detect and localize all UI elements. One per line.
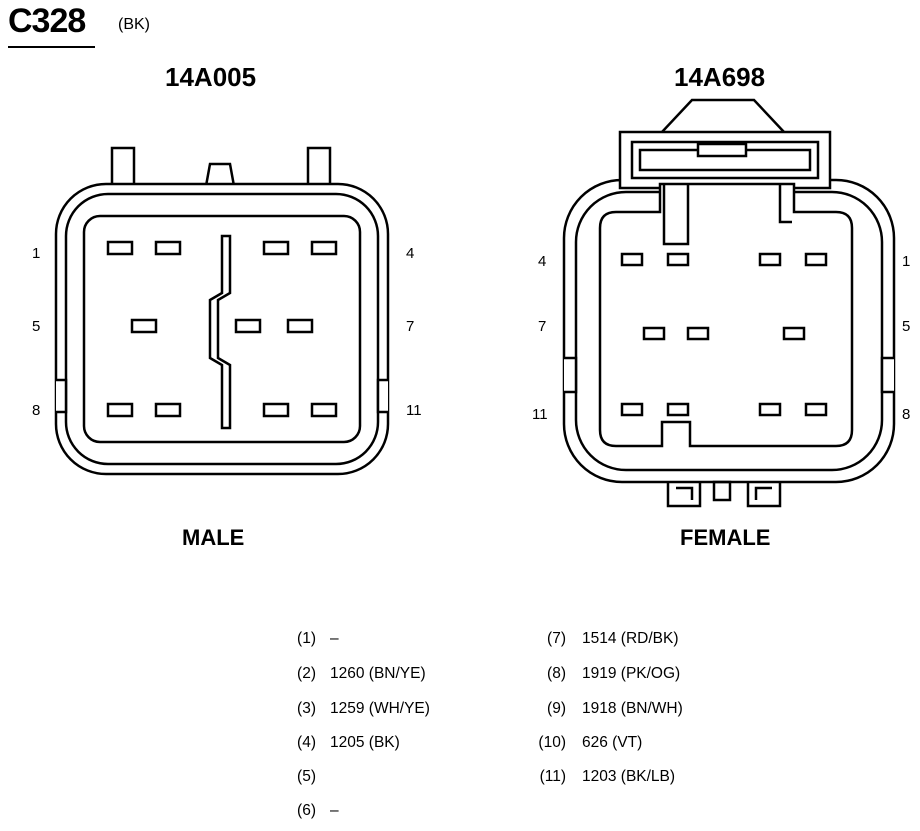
male-terminals <box>106 240 338 418</box>
pin-number: (11) <box>539 768 566 785</box>
pinout-row: (6) <box>292 802 316 820</box>
male-pin-label-1: 1 <box>32 245 41 262</box>
pinout-row: (1) <box>292 630 316 648</box>
pinout-row: (3) <box>292 700 316 718</box>
pin-number: (1) <box>297 630 316 647</box>
female-terminals <box>620 252 828 417</box>
connector-id-underline <box>8 46 95 48</box>
female-label: FEMALE <box>680 525 771 550</box>
male-connector-body <box>54 146 390 476</box>
circuit-value: – <box>330 630 339 647</box>
pinout-row: (2) <box>292 665 316 683</box>
circuit-value: – <box>330 802 339 819</box>
male-label: MALE <box>182 525 245 550</box>
pin-number: (2) <box>297 665 316 682</box>
pinout-row: (5) <box>292 768 316 786</box>
male-pin-label-8: 8 <box>32 402 41 419</box>
pin-number: (6) <box>297 802 316 819</box>
circuit-value: 1514 (RD/BK) <box>582 630 679 647</box>
circuit-value: 1205 (BK) <box>330 734 400 751</box>
pin-number: (4) <box>297 734 316 751</box>
male-pin-label-5: 5 <box>32 318 41 335</box>
male-pin-label-4: 4 <box>406 245 415 262</box>
female-pin-label-1: 1 <box>902 253 911 270</box>
pin-number: (7) <box>547 630 566 647</box>
female-pin-label-5: 5 <box>902 318 911 335</box>
pin-number: (9) <box>547 700 566 717</box>
female-pin-label-8: 8 <box>902 406 911 423</box>
circuit-value: 626 (VT) <box>582 734 643 751</box>
female-pin-label-11: 11 <box>532 406 548 423</box>
female-pin-label-4: 4 <box>538 253 547 270</box>
female-part-number: 14A698 <box>674 62 766 92</box>
pinout-row: (9) <box>532 700 566 718</box>
connector-color: (BK) <box>118 16 150 33</box>
connector-id: C328 <box>8 2 86 40</box>
pinout-row: (7) <box>532 630 566 648</box>
circuit-value: 1203 (BK/LB) <box>582 768 676 785</box>
pin-number: (10) <box>538 734 566 751</box>
connector-diagram <box>54 98 896 508</box>
circuit-value: 1919 (PK/OG) <box>582 665 681 682</box>
pinout-row: (10) <box>532 734 566 752</box>
male-part-number: 14A005 <box>165 62 257 92</box>
circuit-value: 1260 (BN/YE) <box>330 665 426 682</box>
pinout-row: (11) <box>532 768 566 786</box>
pin-number: (3) <box>297 700 316 717</box>
female-connector-body <box>562 98 896 508</box>
circuit-value: 1259 (WH/YE) <box>330 700 430 717</box>
male-pin-label-11: 11 <box>406 402 422 419</box>
circuit-value: 1918 (BN/WH) <box>582 700 683 717</box>
pinout-row: (8) <box>532 665 566 683</box>
pin-number: (8) <box>547 665 566 682</box>
female-pin-label-7: 7 <box>538 318 547 335</box>
pin-number: (5) <box>297 768 316 785</box>
male-pin-label-7: 7 <box>406 318 415 335</box>
pinout-row: (4) <box>292 734 316 752</box>
